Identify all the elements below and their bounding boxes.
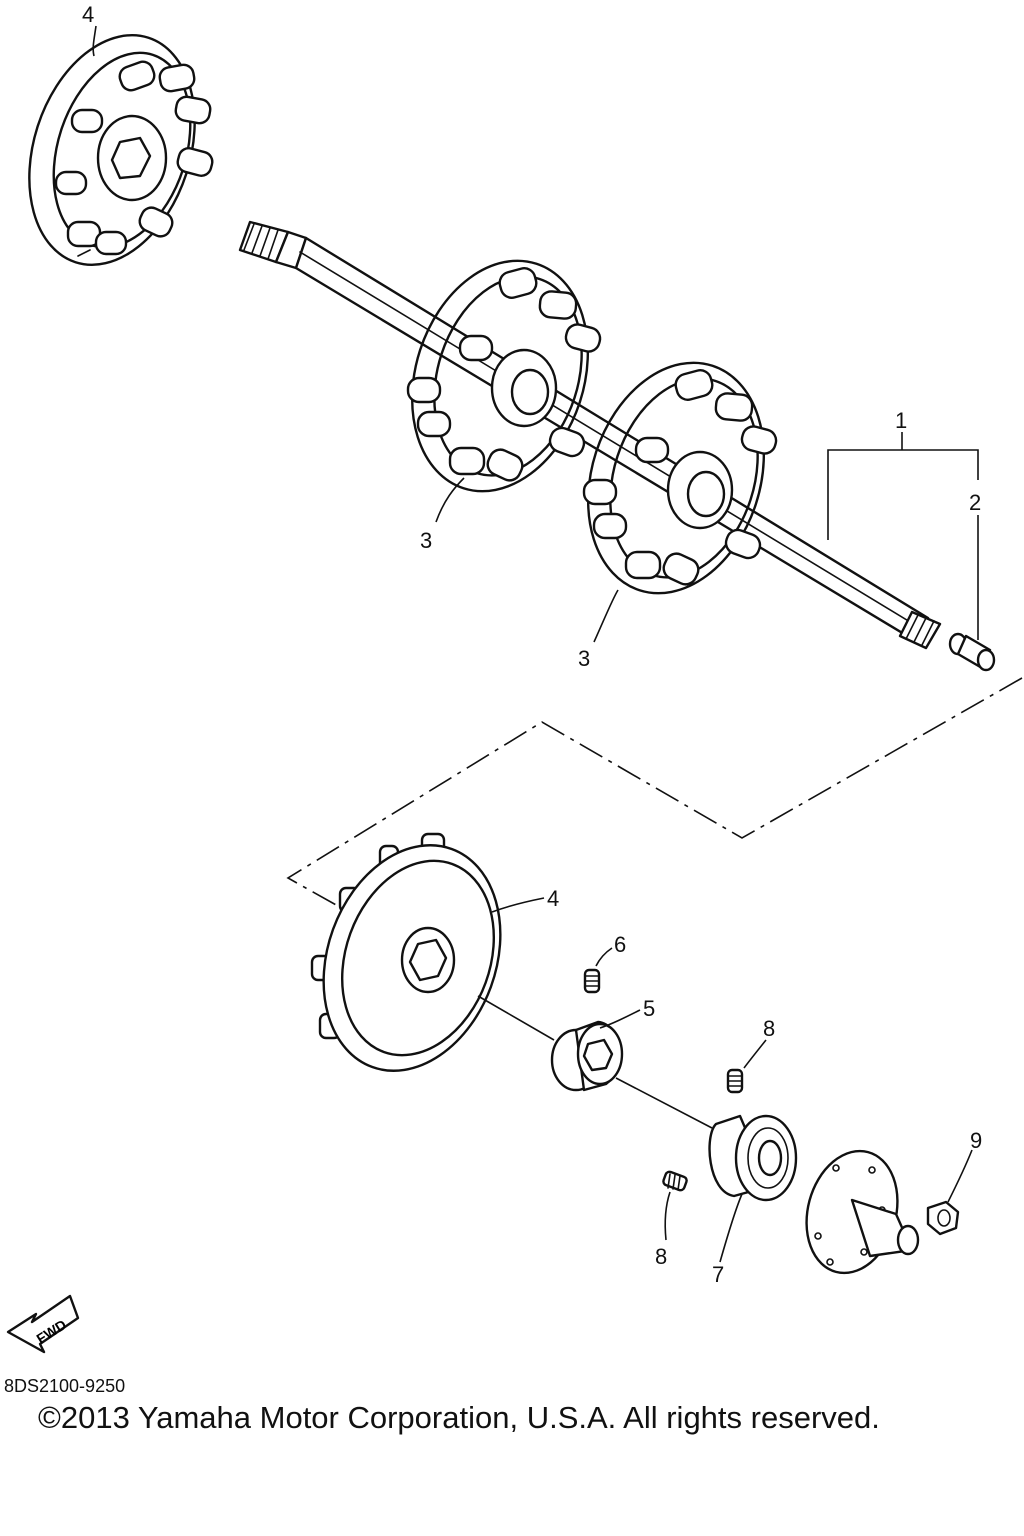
set-screw-8b <box>662 1170 688 1192</box>
hub-flange <box>805 1149 920 1275</box>
set-screw-6 <box>583 968 601 994</box>
callout-9: 9 <box>970 1128 982 1153</box>
bearing <box>708 1114 798 1202</box>
set-screw-8a <box>726 1068 744 1094</box>
callout-4-top: 4 <box>82 2 94 27</box>
callout-8a: 8 <box>763 1016 775 1041</box>
callout-5: 5 <box>643 996 655 1021</box>
diagram-code: 8DS2100-9250 <box>4 1376 125 1396</box>
callout-3b: 3 <box>578 646 590 671</box>
drive-shaft <box>238 220 942 650</box>
callout-4-mid: 4 <box>547 886 559 911</box>
callout-7: 7 <box>712 1262 724 1287</box>
fwd-arrow-icon: FWD <box>6 1294 80 1354</box>
callout-labels: 4 1 2 3 3 4 6 5 8 9 8 7 <box>82 2 982 1287</box>
sprocket-top-left <box>28 34 214 266</box>
nut <box>926 1200 960 1236</box>
assembly-lines <box>477 995 713 1129</box>
leader-lines <box>92 25 973 1263</box>
callout-8b: 8 <box>655 1244 667 1269</box>
collar <box>948 632 996 672</box>
spacer <box>550 1020 624 1092</box>
sprocket-wheel-lower <box>310 832 502 1072</box>
phantom-line <box>286 677 1023 907</box>
sprocket-a <box>406 259 602 493</box>
callout-3a: 3 <box>420 528 432 553</box>
callout-1: 1 <box>895 408 907 433</box>
copyright-notice: ©2013 Yamaha Motor Corporation, U.S.A. A… <box>38 1400 880 1435</box>
sprocket-b <box>582 361 778 595</box>
callout-2: 2 <box>969 490 981 515</box>
group-bracket <box>827 432 979 640</box>
callout-6: 6 <box>614 932 626 957</box>
